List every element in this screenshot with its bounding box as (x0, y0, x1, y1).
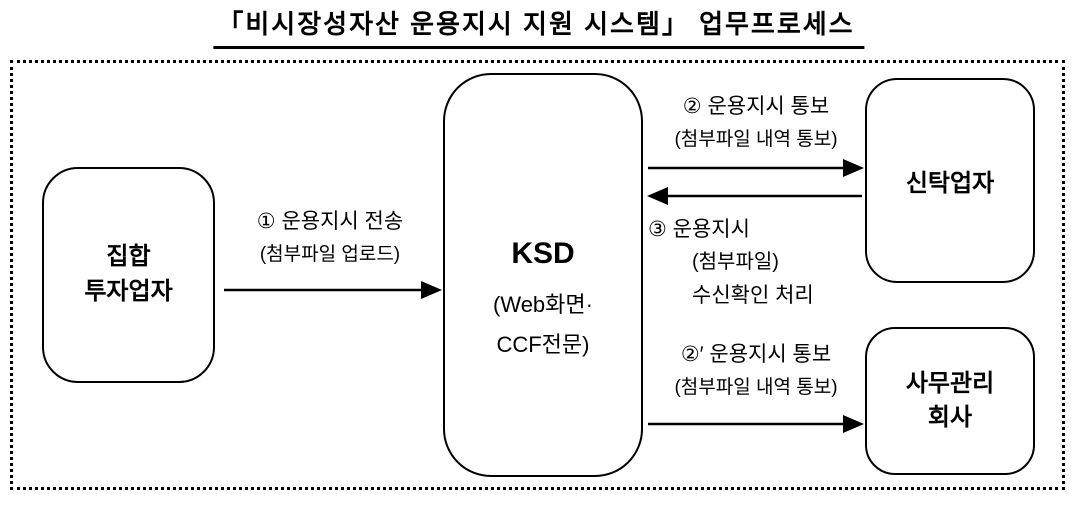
flow2prime-label-line1: ②′ 운용지시 통보 (680, 343, 832, 366)
node-label-line: 사무관리 (905, 370, 995, 398)
flow3-label-line2: (첨부파일) (692, 251, 779, 273)
flow2prime-label: ②′ 운용지시 통보 (첨부파일 내역 통보) (644, 338, 868, 404)
ksd-subtitle-line: CCF전문) (496, 332, 590, 357)
node-admin-company: 사무관리 회사 (865, 327, 1035, 475)
flow3-label-line3: 수신확인 처리 (692, 284, 814, 307)
node-collective-investor: 집합 투자업자 (42, 167, 215, 383)
node-label-line: 회사 (927, 404, 973, 431)
flow3-label: ③ 운용지시 (첨부파일) 수신확인 처리 (648, 213, 872, 312)
flow2-label-line2: (첨부파일 내역 통보) (674, 129, 838, 150)
flow2-label-line1: ② 운용지시 통보 (682, 95, 830, 118)
ksd-subtitle-line: (Web화면· (493, 292, 593, 318)
flow3-label-line1: ③ 운용지시 (648, 218, 750, 241)
node-label-line: 신탁업자 (905, 170, 995, 197)
diagram-title: 「비시장성자산 운용지시 지원 시스템」 업무프로세스 (213, 3, 865, 49)
node-ksd: KSD (Web화면· CCF전문) (443, 73, 643, 477)
flow1-label-line2: (첨부파일 업로드) (259, 244, 401, 265)
node-label-line: 투자업자 (84, 278, 173, 305)
dotted-frame (10, 60, 1065, 490)
node-trustee: 신탁업자 (865, 78, 1035, 283)
flow1-label: ① 운용지시 전송 (첨부파일 업로드) (212, 205, 448, 271)
flow2prime-label-line2: (첨부파일 내역 통보) (674, 377, 838, 398)
ksd-title: KSD (511, 237, 575, 271)
node-label-line: 집합 (106, 243, 151, 271)
ksd-subtitle: (Web화면· CCF전문) (493, 285, 593, 364)
flow2-label: ② 운용지시 통보 (첨부파일 내역 통보) (644, 90, 868, 156)
flow1-label-line1: ① 운용지시 전송 (256, 210, 404, 233)
